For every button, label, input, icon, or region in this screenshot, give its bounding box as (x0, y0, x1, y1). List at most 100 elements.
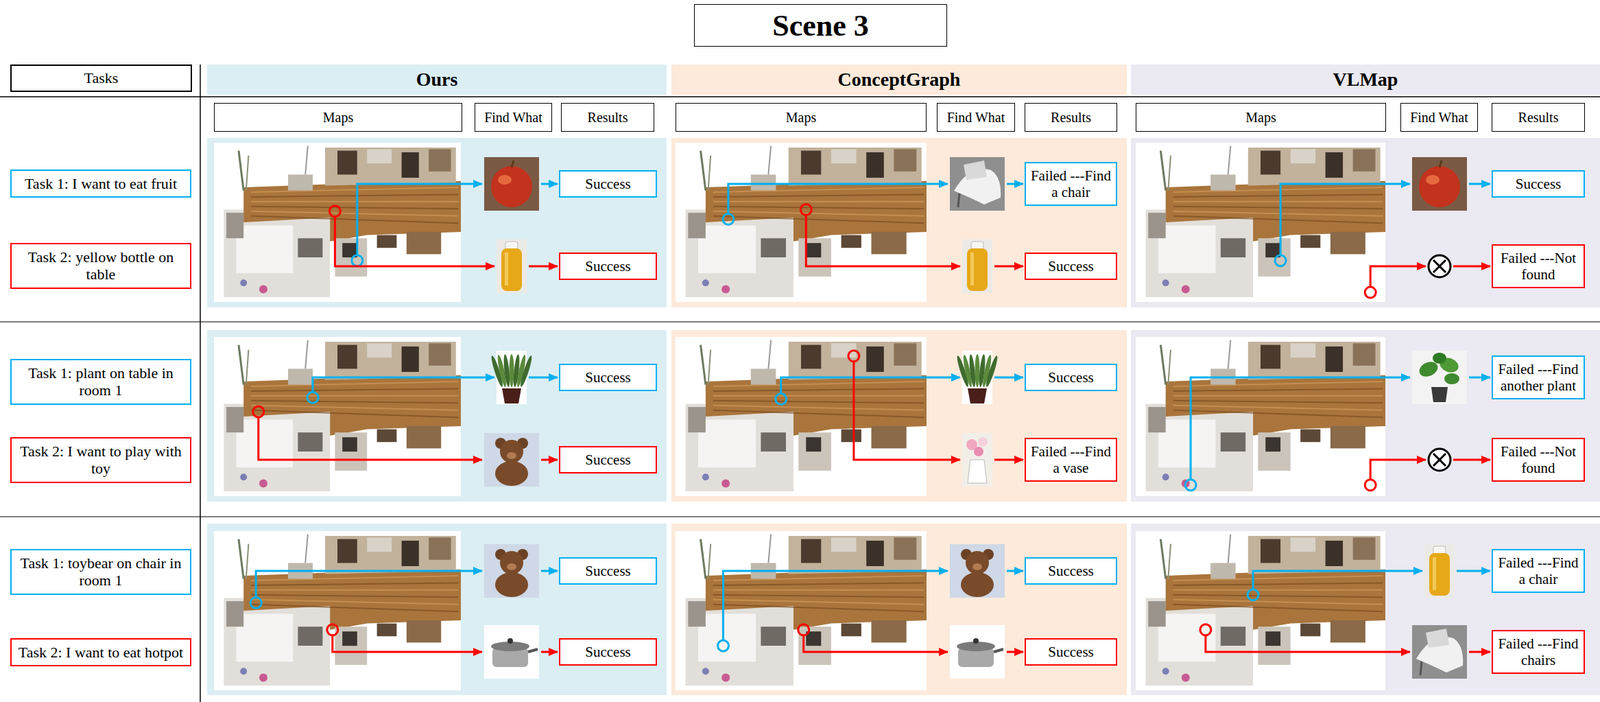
photo-ground (962, 432, 993, 487)
chair-back (963, 160, 987, 180)
task-box: Task 1: toybear on chair in room 1 (10, 548, 192, 595)
map-object (1330, 425, 1366, 449)
pot-image (484, 624, 540, 679)
start-marker (1364, 286, 1376, 298)
panel-cell (207, 137, 667, 308)
apple-stem (511, 160, 514, 168)
route-line (1370, 266, 1426, 287)
result-arrow (1453, 458, 1491, 461)
route-line (805, 214, 961, 267)
none-image (1428, 448, 1451, 471)
map-object (240, 279, 247, 286)
start-marker (253, 406, 265, 417)
panel-cell (671, 523, 1127, 695)
bear-image (484, 543, 540, 598)
bottle-shine (1432, 556, 1437, 590)
floor-grain (251, 187, 459, 193)
map-object (866, 540, 885, 566)
map-illustration (1135, 336, 1386, 496)
floor-grain (1173, 206, 1384, 210)
map-object (297, 626, 323, 646)
photo-ground (1412, 157, 1467, 211)
map-object (866, 152, 885, 178)
lamp-stalk (768, 534, 771, 564)
photo-ground (949, 157, 1005, 211)
column-subheader: Find What (1400, 102, 1478, 132)
map-object (401, 540, 420, 566)
floor-grain (713, 194, 924, 197)
map-ground (213, 142, 461, 302)
panel-cell (1130, 137, 1600, 308)
bear-snout (506, 451, 517, 459)
map-object (1257, 237, 1291, 277)
start-marker (1364, 479, 1376, 491)
furniture-block (1248, 147, 1381, 186)
map-object (1220, 237, 1246, 258)
result-box-text: Failed ---Find a chair (1030, 167, 1112, 201)
result-box-text: Success (1030, 257, 1112, 275)
column-subheader-text: Find What (947, 109, 1006, 126)
apple-highlight (497, 174, 512, 185)
plant-image (489, 350, 534, 404)
plant-pot (502, 388, 522, 404)
furniture-block (788, 535, 922, 575)
plant-stalk (246, 155, 249, 191)
floor-grain (1173, 381, 1384, 387)
plant-stalk (246, 349, 249, 385)
map-object (1325, 152, 1344, 178)
chair-image (949, 157, 1005, 211)
floor-grain (1173, 604, 1384, 612)
map-object (377, 623, 398, 637)
task-box-text: Task 1: plant on table in room 1 (15, 364, 186, 400)
result-box-text: Success (1030, 562, 1112, 579)
result-box: Success (1491, 170, 1585, 198)
result-arrow (1006, 650, 1024, 653)
map-object (428, 148, 451, 172)
route-line (357, 183, 483, 256)
row-rule (0, 320, 1600, 323)
floor-grain (251, 400, 459, 404)
map-object (401, 346, 420, 372)
apple (1418, 165, 1461, 208)
map-object (406, 619, 441, 643)
pot-handle (993, 648, 1004, 652)
floor-grain (1173, 395, 1384, 397)
floor-grain (713, 211, 924, 217)
plant-stalk (238, 539, 244, 579)
floor-grain (1173, 410, 1384, 418)
start-marker (250, 596, 262, 608)
result-box-text: Failed ---Find another plant (1497, 360, 1580, 394)
bear-snout (506, 563, 517, 570)
not-found-symbol (1433, 259, 1446, 273)
map-object (1300, 235, 1321, 249)
column-subheader-text: Maps (323, 109, 354, 126)
column-subheader-text: Find What (1410, 109, 1469, 126)
floor-grain (251, 589, 459, 591)
result-box-text: Success (564, 257, 652, 275)
plant-stalk (238, 344, 244, 385)
furniture-block (788, 147, 922, 186)
map-object (1353, 536, 1376, 560)
bear-image (484, 432, 540, 487)
plant-stalk (246, 543, 249, 579)
title-box: Scene 3 (694, 4, 948, 47)
chair-leg (1420, 661, 1422, 675)
column-header: Tasks (10, 64, 193, 92)
route-line (781, 377, 961, 394)
figure-title: Scene 3 (772, 8, 869, 44)
floor-grain (713, 200, 924, 203)
floor-grain (713, 206, 924, 210)
start-marker (307, 391, 319, 403)
not-found-symbol (1433, 259, 1446, 273)
start-marker (1185, 479, 1197, 491)
floor-grain (1173, 599, 1384, 605)
map-object (1265, 630, 1281, 646)
plant-stalk (708, 543, 712, 579)
bear-head (499, 550, 524, 575)
map-object (342, 436, 358, 452)
floor-grain (1173, 216, 1384, 224)
result-box: Failed ---Find a chair (1491, 548, 1585, 593)
bear-image (949, 543, 1005, 598)
map-object (841, 235, 862, 249)
